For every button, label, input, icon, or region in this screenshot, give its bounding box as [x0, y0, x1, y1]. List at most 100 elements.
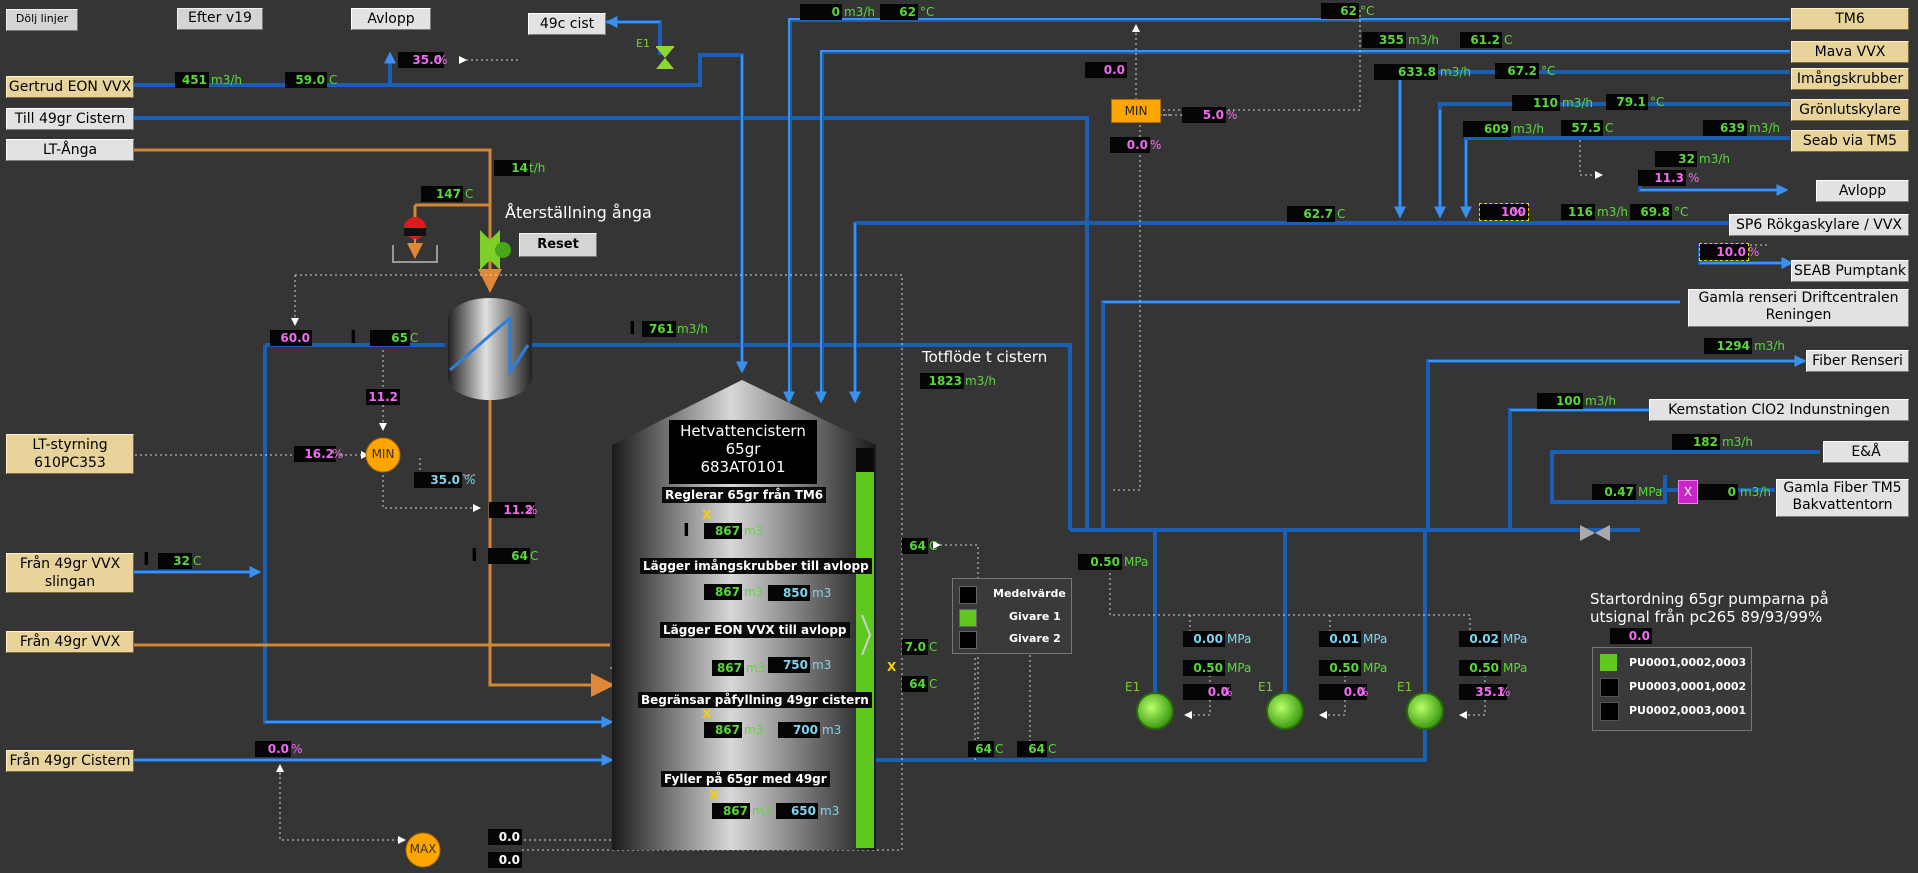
e1-pump3-label: E1 — [1397, 680, 1413, 694]
bt64a-value: 64 — [968, 741, 994, 757]
r-temp62-value: 62 — [1321, 3, 1359, 19]
pump-order-opt2-indicator[interactable] — [1600, 678, 1619, 697]
seab-pumptank-button[interactable]: SEAB Pumptank — [1791, 260, 1909, 282]
pumps — [1136, 692, 1444, 730]
hide-lines-button[interactable]: Dölj linjer — [6, 9, 78, 31]
lt-b-unit: % — [332, 447, 344, 461]
gf-mpa-unit: MPa — [1638, 485, 1663, 499]
pump-order-box: PU0001,0002,0003 PU0003,0001,0002 PU0002… — [1592, 647, 1752, 731]
lt-d-value: 11.2 — [489, 502, 535, 518]
seab-tm5-button[interactable]: Seab via TM5 — [1791, 130, 1909, 152]
mava-button[interactable]: Mava VVX — [1791, 41, 1909, 63]
tank-row-2-target: 850 — [768, 585, 810, 601]
gertrud-button[interactable]: Gertrud EON VVX — [6, 76, 134, 98]
gron-temp-unit: °C — [1650, 95, 1665, 109]
avl-flow-value: 32 — [1655, 151, 1697, 167]
min-top-pct-value: 0.0 — [1110, 137, 1150, 153]
fran49-vvx-button[interactable]: Från 49gr VVX — [6, 631, 134, 653]
tot-flow-unit: m3/h — [965, 374, 996, 388]
t64c-value: 64 — [902, 676, 928, 692]
sp6-button[interactable]: SP6 Rökgaskylare / VVX — [1729, 214, 1909, 236]
p2-a-value: 0.01 — [1319, 631, 1361, 647]
bt64b-unit: C — [1048, 742, 1057, 756]
avlopp-right-button[interactable]: Avlopp — [1816, 180, 1909, 202]
p1-c-unit: % — [1221, 685, 1233, 699]
t64a-unit: C — [530, 549, 539, 563]
imang-flow-unit: m3/h — [1440, 65, 1471, 79]
lt-c-unit: % — [464, 473, 476, 487]
t64b-unit: C — [929, 539, 938, 553]
lt-temp-unit: C — [465, 187, 474, 201]
sp6-pct-unit: % — [1512, 205, 1524, 219]
givare2-indicator[interactable] — [959, 631, 977, 649]
fran49-slingan-button[interactable]: Från 49gr VVX slingan — [6, 553, 134, 593]
mava-temp-unit: C — [1504, 33, 1513, 47]
p2-c-value: 0.0 — [1319, 684, 1367, 700]
gamla-renseri-button[interactable]: Gamla renseri Driftcentralen Reningen — [1688, 289, 1909, 327]
givare1-indicator[interactable] — [959, 609, 977, 627]
pump-order-opt1-indicator[interactable] — [1600, 654, 1617, 671]
heat-exchanger — [448, 298, 532, 400]
min-top-out-value: 5.0 — [1182, 107, 1226, 123]
max-controller[interactable]: MAX — [409, 842, 437, 856]
imang-temp-unit: °C — [1541, 64, 1556, 78]
tank-row-4-target-unit: m3 — [822, 723, 842, 737]
fiber-renseri-button[interactable]: Fiber Renseri — [1806, 350, 1909, 372]
slinga-temp-value: 32 — [158, 553, 192, 569]
min-lt-controller[interactable]: MIN — [371, 447, 395, 461]
tank-row-5-target-unit: m3 — [820, 804, 840, 818]
magenta-valve-icon[interactable]: X — [1678, 480, 1698, 504]
gamla-fiber-button[interactable]: Gamla Fiber TM5 Bakvattentorn — [1776, 479, 1909, 517]
tank-side-marker: X — [887, 660, 897, 674]
bt64a-unit: C — [995, 742, 1004, 756]
sp6-temp-unit: C — [1337, 207, 1346, 221]
imang-flow-value: 633.8 — [1374, 64, 1438, 80]
sp6-flow-unit: m3/h — [1597, 205, 1628, 219]
seab-flow2-unit: m3/h — [1749, 121, 1780, 135]
ea-flow-unit: m3/h — [1722, 435, 1753, 449]
till49-button[interactable]: Till 49gr Cistern — [6, 108, 134, 130]
seab-pump-pct-value: 10.0 — [1699, 243, 1749, 261]
ltstyrning-button[interactable]: LT-styrning 610PC353 — [6, 434, 134, 474]
tank-row-4-marker: X — [702, 707, 712, 721]
ibeam-slinga-icon: I — [143, 549, 150, 570]
sp6-temp-value: 62.7 — [1287, 206, 1335, 222]
cist49c-button[interactable]: 49c cist — [528, 13, 606, 35]
seab-temp-unit: C — [1605, 121, 1614, 135]
lt-flow-unit: t/h — [529, 161, 546, 175]
gronlut-button[interactable]: Grönlutskylare — [1791, 99, 1909, 121]
imang-button[interactable]: Imångskrubber — [1791, 68, 1909, 90]
p3-c-unit: % — [1499, 685, 1511, 699]
avl-pct-unit: % — [1688, 171, 1700, 185]
avlopp-top-button[interactable]: Avlopp — [351, 8, 431, 30]
ibeam-hx-icon: I — [350, 327, 357, 348]
tank-row-3-target: 750 — [768, 657, 810, 673]
p3-b-value: 0.50 — [1459, 660, 1501, 676]
medelvarde-indicator[interactable] — [959, 586, 977, 604]
tank-row-5-target: 650 — [776, 803, 818, 819]
tank-title-2: 65gr — [725, 440, 761, 458]
gertrud-flow-value: 451 — [175, 72, 209, 88]
tank-row-1-label: Reglerar 65gr från TM6 — [662, 487, 827, 503]
p1-b-unit: MPa — [1227, 661, 1252, 675]
t64b-value: 64 — [902, 538, 928, 554]
reset-button[interactable]: Reset — [519, 233, 597, 257]
aterstallning-label: Återställning ånga — [505, 203, 652, 222]
min-top-controller[interactable]: MIN — [1111, 99, 1161, 123]
ea-button[interactable]: E&Å — [1823, 441, 1909, 463]
lt-flow-value: 14 — [494, 160, 530, 176]
ltanga-button[interactable]: LT-Ånga — [6, 139, 134, 161]
seab-flow-value: 609 — [1463, 121, 1511, 137]
after-v19-button[interactable]: Efter v19 — [177, 8, 263, 30]
kemstation-button[interactable]: Kemstation ClO2 Indunstningen — [1649, 399, 1909, 421]
pump-order-opt3-indicator[interactable] — [1600, 702, 1619, 721]
tm6-button[interactable]: TM6 — [1791, 8, 1909, 30]
cist49-pct-value: 0.0 — [255, 741, 291, 757]
p3-b-unit: MPa — [1503, 661, 1528, 675]
fran49-cistern-button[interactable]: Från 49gr Cistern — [6, 750, 134, 772]
gron-flow-unit: m3/h — [1562, 96, 1593, 110]
p1-a-unit: MPa — [1227, 632, 1252, 646]
gertrud-temp-unit: C — [329, 73, 338, 87]
hx-in-value: 60.0 — [270, 330, 312, 346]
avl-pct-value: 11.3 — [1638, 170, 1686, 186]
